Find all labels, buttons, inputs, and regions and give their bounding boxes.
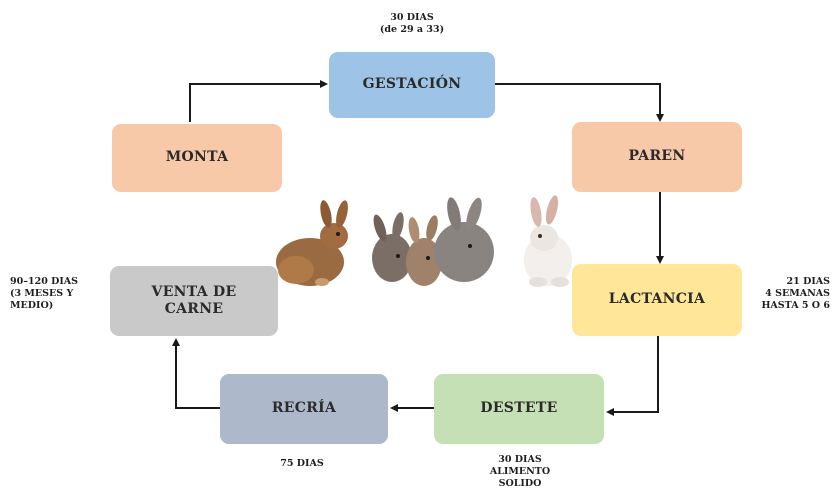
brown-rabbit-image [276,199,350,286]
rabbit-group-image [371,196,494,286]
white-rabbit-image [524,194,572,287]
